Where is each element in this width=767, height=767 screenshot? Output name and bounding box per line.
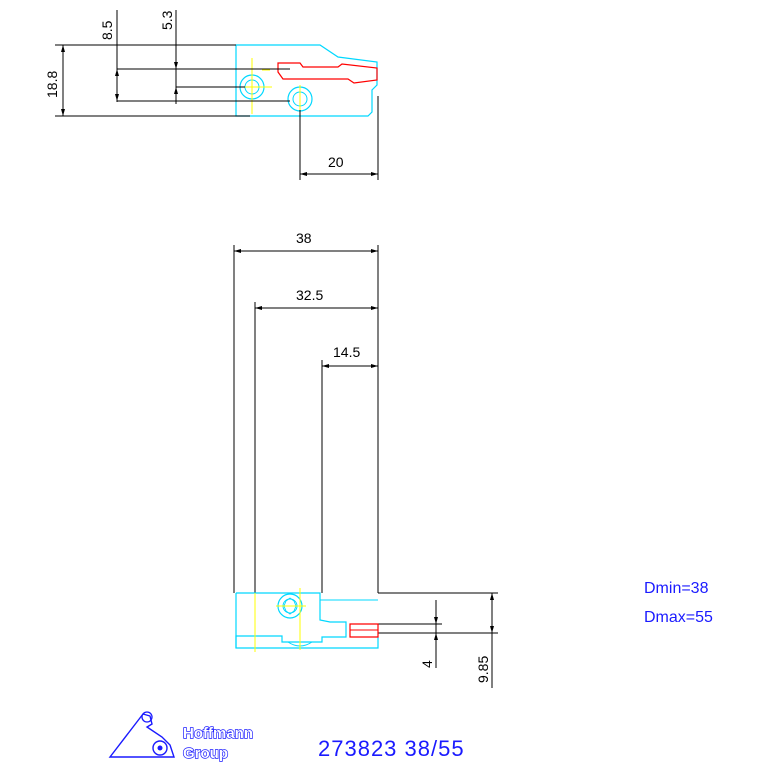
dim-18-8: 18.8 [44,71,60,98]
dim-9-85: 9.85 [475,656,491,683]
logo-gear-icon [152,740,168,756]
hoffmann-group-logo: Hoffmann Group [108,711,254,763]
dim-32-5: 32.5 [296,287,323,303]
front-insert [349,623,379,638]
dim-4: 4 [419,660,435,668]
logo-line-2: Group [183,745,228,762]
logo-tool-icon [108,713,175,758]
logo-line-1: Hoffmann [183,725,253,742]
dmin-note: Dmin=38 [644,580,709,597]
top-insert [277,62,378,84]
dmax-note: Dmax=55 [644,609,713,626]
top-view: 8.5 5.3 18.8 20 [44,10,379,180]
dim-20: 20 [328,154,344,170]
dim-14-5: 14.5 [333,344,360,360]
dim-5-3: 5.3 [159,10,175,30]
part-code: 273823 38/55 [318,736,465,761]
top-holder-outline [235,44,378,117]
front-view: 38 32.5 14.5 4 9.85 [233,230,498,688]
front-holder-outline [235,592,379,649]
dim-38: 38 [296,230,312,246]
dim-8-5: 8.5 [99,20,115,40]
